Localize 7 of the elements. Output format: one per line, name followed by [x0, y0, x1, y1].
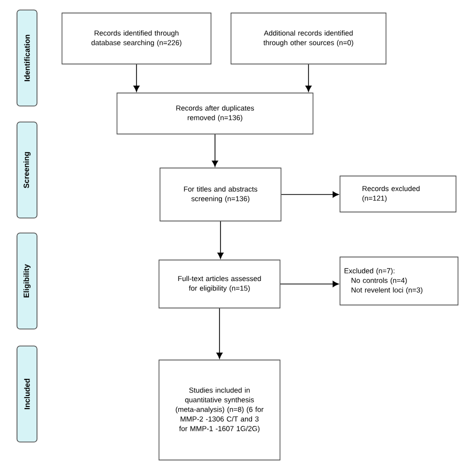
arrow — [280, 191, 339, 198]
arrow — [133, 64, 140, 92]
arrow — [212, 134, 218, 167]
arrow — [216, 308, 223, 359]
arrow — [217, 220, 224, 259]
arrow — [305, 64, 312, 92]
arrow — [280, 280, 339, 288]
